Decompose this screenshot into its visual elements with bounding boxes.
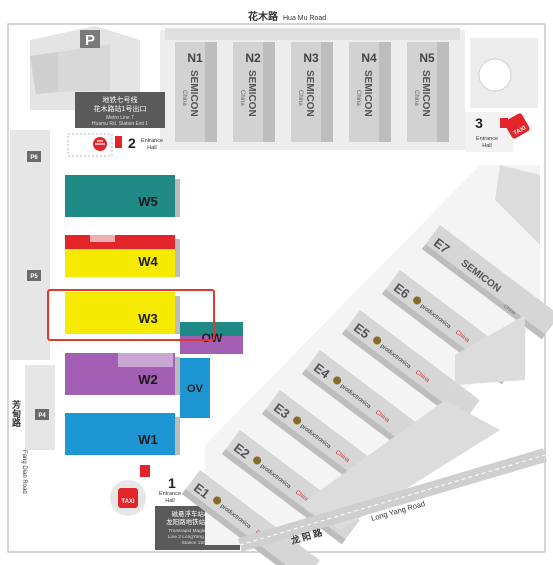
- productronica-logo-icon: [413, 296, 422, 305]
- svg-text:龙阳路地铁站 1500米: 龙阳路地铁站 1500米: [166, 517, 228, 526]
- svg-text:芳甸路: 芳甸路: [11, 399, 22, 428]
- metro-info-box: 地铁七号线 花木路站1号出口 Metro Line 7 Huamu Rd. St…: [75, 92, 165, 128]
- road-label-fang-dian: 芳甸路 Fang Dian Road: [11, 399, 28, 494]
- parking-garage: P: [30, 26, 140, 110]
- svg-text:磁悬浮车站/2号线: 磁悬浮车站/2号线: [172, 509, 223, 518]
- svg-text:Hall: Hall: [482, 143, 491, 149]
- svg-text:TAXI: TAXI: [513, 125, 528, 137]
- entrance-hall-2[interactable]: 2 Entrance Hall: [67, 133, 163, 157]
- parking-badge-p4: P4: [35, 409, 49, 420]
- svg-text:花木路: 花木路: [248, 10, 279, 23]
- svg-text:Line 2 LongYang Rd. Metro: Line 2 LongYang Rd. Metro: [168, 534, 227, 540]
- semicon-logo-text: SEMICON: [188, 70, 199, 117]
- svg-text:Transrapid Maglev Station/: Transrapid Maglev Station/: [168, 528, 226, 534]
- svg-text:OW: OW: [202, 331, 223, 345]
- svg-text:Metro Line 7: Metro Line 7: [106, 115, 134, 121]
- svg-text:3: 3: [475, 115, 483, 131]
- parking-badge-p6: P6: [27, 151, 41, 162]
- semicon-sub-text: China: [239, 90, 245, 106]
- semicon-sub-text: China: [297, 90, 303, 106]
- taxi-icon-top: TAXI: [504, 113, 530, 139]
- left-parking-strip: [10, 130, 55, 450]
- svg-text:Entrance: Entrance: [141, 138, 163, 144]
- hall-label: W1: [138, 432, 158, 447]
- roundabout: [470, 38, 538, 108]
- svg-text:地铁七号线: 地铁七号线: [103, 95, 138, 104]
- hall-label: W4: [138, 254, 158, 269]
- hall-label: W5: [138, 194, 158, 209]
- parking-sign-main: [80, 30, 100, 48]
- svg-text:Hall: Hall: [165, 498, 174, 504]
- svg-text:P5: P5: [30, 274, 38, 280]
- north-halls: N1SEMICONChinaN2SEMICONChinaN3SEMICONChi…: [175, 42, 449, 142]
- svg-text:P: P: [85, 32, 95, 49]
- svg-text:P4: P4: [38, 413, 46, 419]
- svg-text:花木路站1号出口: 花木路站1号出口: [94, 104, 147, 113]
- productronica-logo-icon: [333, 376, 342, 385]
- svg-text:Fang Dian Road: Fang Dian Road: [21, 450, 27, 494]
- hall-label: N2: [245, 51, 261, 65]
- svg-text:Huamu Rd. Station Exit 1: Huamu Rd. Station Exit 1: [92, 121, 148, 127]
- semicon-logo-text: SEMICON: [246, 70, 257, 117]
- hall-w2[interactable]: W2: [65, 353, 180, 395]
- svg-text:2: 2: [128, 135, 136, 151]
- svg-text:OV: OV: [187, 383, 204, 395]
- productronica-logo-icon: [373, 336, 382, 345]
- hall-w3[interactable]: W3: [65, 292, 180, 334]
- parking-badge-p5: P5: [27, 270, 41, 281]
- svg-text:Hua Mu Road: Hua Mu Road: [283, 15, 326, 22]
- hall-w4[interactable]: W4: [65, 235, 180, 277]
- semicon-sub-text: China: [413, 90, 419, 106]
- hall-label: N1: [187, 51, 203, 65]
- hall-w5[interactable]: W5: [65, 175, 180, 217]
- semicon-sub-text: China: [181, 90, 187, 106]
- hall-ov[interactable]: OV: [180, 358, 210, 418]
- productronica-logo-icon: [213, 496, 222, 505]
- semicon-logo-text: SEMICON: [304, 70, 315, 117]
- w3-highlight-box: [47, 289, 215, 341]
- hall-w1[interactable]: W1: [65, 413, 180, 455]
- semicon-sub-text: China: [355, 90, 361, 106]
- entrance-hall-1[interactable]: 1 Entrance Hall: [140, 465, 181, 504]
- hall-label: N4: [361, 51, 377, 65]
- hall-label: N5: [419, 51, 435, 65]
- east-parking-shapes: [300, 165, 540, 530]
- svg-text:1: 1: [168, 475, 176, 491]
- svg-text:Hall: Hall: [147, 145, 156, 151]
- semicon-logo-text: SEMICON: [420, 70, 431, 117]
- hall-label: W2: [138, 372, 158, 387]
- entrance-flag-icon: [500, 118, 508, 128]
- site-boundary: [7, 23, 546, 553]
- svg-text:Entrance: Entrance: [476, 136, 498, 142]
- entrance-flag-icon: [140, 465, 150, 477]
- entrance-flag-icon: [115, 136, 122, 148]
- entrance-hall-3[interactable]: 3 Entrance Hall: [465, 112, 513, 152]
- hall-label: N3: [303, 51, 319, 65]
- semicon-logo-text: SEMICON: [362, 70, 373, 117]
- hall-ow[interactable]: OW: [180, 322, 243, 354]
- productronica-logo-icon: [253, 456, 262, 465]
- road-label-hua-mu: 花木路 Hua Mu Road: [248, 10, 326, 23]
- hall-label: W3: [138, 311, 158, 326]
- svg-text:TAXI: TAXI: [121, 499, 135, 505]
- productronica-logo-icon: [293, 416, 302, 425]
- svg-text:Station 1500m: Station 1500m: [182, 540, 213, 546]
- svg-text:P6: P6: [30, 155, 38, 161]
- taxi-icon-bottom: TAXI: [110, 480, 146, 516]
- svg-text:Entrance: Entrance: [159, 491, 181, 497]
